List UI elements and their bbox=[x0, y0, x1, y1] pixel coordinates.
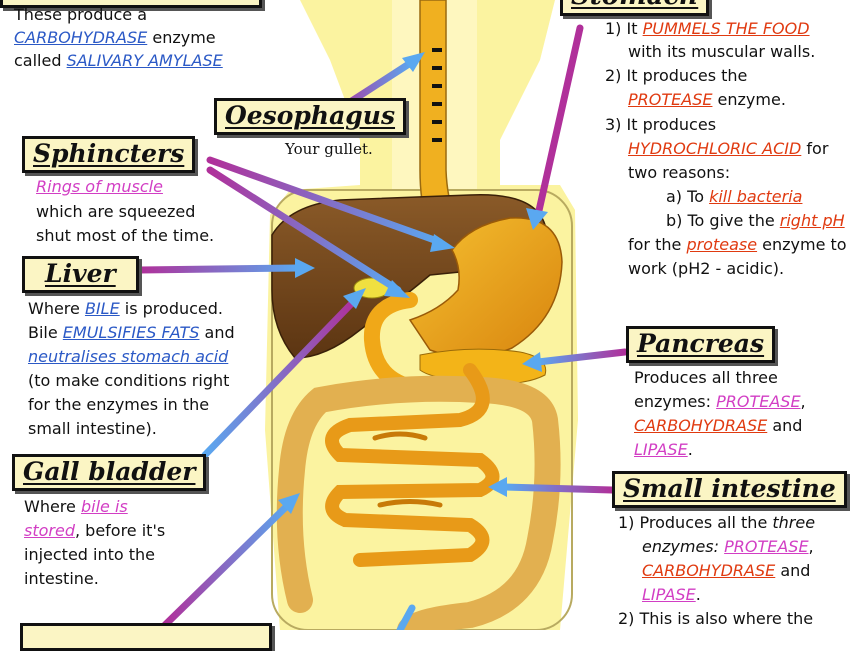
liver-desc-line1: Where BILE is produced. bbox=[28, 299, 223, 318]
oesophagus-desc: Your gullet. bbox=[285, 140, 373, 158]
large-intestine bbox=[276, 375, 561, 630]
arrow-sphincter-1-head bbox=[430, 234, 455, 252]
small-intestine-coils bbox=[325, 363, 500, 567]
arrow-small-intestine bbox=[501, 483, 616, 494]
pancreas-desc-line1: Produces all three bbox=[634, 368, 778, 387]
gall-desc-line3: injected into the bbox=[24, 545, 156, 564]
pancreas-desc-line4: LIPASE. bbox=[634, 440, 693, 459]
liver-desc-line4: (to make conditions right bbox=[28, 371, 230, 390]
arrow-pancreas-head bbox=[522, 352, 542, 372]
arrow-liver bbox=[136, 264, 302, 274]
sphincters-desc-line2: which are squeezed bbox=[36, 202, 196, 221]
arrow-salivary-head bbox=[402, 52, 425, 72]
stomach-desc-line1: 1) It PUMMELS THE FOOD bbox=[605, 19, 810, 38]
stomach-desc-line7: two reasons: bbox=[628, 163, 731, 182]
arrow-sphincter-1 bbox=[206, 156, 444, 246]
stomach-desc-line3: 2) It produces the bbox=[605, 66, 748, 85]
pancreas-label-box: Pancreas bbox=[626, 326, 776, 363]
term-hydrochloric-acid: HYDROCHLORIC ACID bbox=[628, 139, 802, 158]
gall-desc-line2: stored, before it's bbox=[24, 521, 166, 540]
salivary-desc-line1: These produce a bbox=[14, 5, 148, 24]
term-carbohydrase-pancreas: CARBOHYDRASE bbox=[634, 416, 768, 435]
oesophagus-label-box: Oesophagus bbox=[214, 98, 407, 135]
term-lipase-pancreas: LIPASE bbox=[634, 440, 688, 459]
liver-desc-line6: small intestine). bbox=[28, 419, 157, 438]
stomach-desc-line6: HYDROCHLORIC ACID for bbox=[628, 139, 829, 158]
arrow-pancreas bbox=[534, 348, 629, 366]
term-rings-of-muscle: Rings of muscle bbox=[36, 177, 163, 196]
liver-desc-line5: for the enzymes in the bbox=[28, 395, 210, 414]
arrow-sphincter-2 bbox=[206, 166, 402, 294]
term-carbohydrase-small: CARBOHYDRASE bbox=[642, 561, 776, 580]
stomach-desc-line11: work (pH2 - acidic). bbox=[628, 259, 785, 278]
stomach-label-box: Stomach bbox=[560, 0, 710, 16]
term-protease-stomach: PROTEASE bbox=[628, 90, 713, 109]
arrow-gall-bladder-head bbox=[343, 288, 366, 309]
pointer-arrows bbox=[136, 24, 629, 630]
arrow-sphincter-2-head bbox=[384, 280, 410, 298]
gall-bladder-label-box: Gall bladder bbox=[12, 454, 207, 491]
liver-label: Liver bbox=[45, 259, 116, 288]
arrow-large-intestine-head bbox=[278, 493, 300, 514]
sphincters-desc-line3: shut most of the time. bbox=[36, 226, 215, 245]
pancreas-desc-line2: enzymes: PROTEASE, bbox=[634, 392, 806, 411]
gall-bladder-label: Gall bladder bbox=[23, 457, 196, 486]
arrow-large-intestine bbox=[161, 501, 292, 629]
arrow-bottom bbox=[396, 604, 416, 630]
sphincters-desc-line1: Rings of muscle bbox=[36, 175, 163, 199]
term-pummels-the-food: PUMMELS THE FOOD bbox=[642, 19, 810, 38]
arrow-small-intestine-head bbox=[488, 477, 507, 497]
stomach-desc-line10: for the protease enzyme to bbox=[628, 235, 847, 254]
term-neutralises-stomach-acid: neutralises stomach acid bbox=[28, 347, 229, 366]
arrow-gall-bladder bbox=[201, 296, 359, 459]
pancreas-desc-line3: CARBOHYDRASE and bbox=[634, 416, 803, 435]
oesophagus-label: Oesophagus bbox=[225, 101, 396, 130]
stomach-organ bbox=[408, 217, 563, 358]
pancreas-label: Pancreas bbox=[637, 329, 765, 358]
term-stored: stored bbox=[24, 521, 75, 540]
stomach-desc-line4: PROTEASE enzyme. bbox=[628, 90, 786, 109]
small-desc-line2: enzymes: PROTEASE, bbox=[642, 537, 814, 556]
term-bile-is: bile is bbox=[80, 497, 128, 516]
term-carbohydrase: CARBOHYDRASE bbox=[14, 28, 148, 47]
sphincters-label-box: Sphincters bbox=[22, 136, 196, 173]
digestive-system-illustration bbox=[136, 0, 629, 630]
small-desc-line1: 1) Produces all the three bbox=[618, 513, 816, 532]
small-desc-line4: LIPASE. bbox=[642, 585, 701, 604]
arrow-stomach bbox=[534, 24, 584, 219]
stomach-desc-line5: 3) It produces bbox=[605, 115, 717, 134]
term-salivary-amylase: SALIVARY AMYLASE bbox=[66, 51, 223, 70]
liver-desc-line2: Bile EMULSIFIES FATS and bbox=[28, 323, 235, 342]
arrow-stomach-head bbox=[526, 208, 548, 230]
arrow-liver-head bbox=[295, 258, 315, 278]
gall-desc-line1: Where bile is bbox=[24, 497, 128, 516]
stomach-label: Stomach bbox=[571, 0, 698, 11]
stomach-desc-line2: with its muscular walls. bbox=[628, 42, 816, 61]
small-desc-line5: 2) This is also where the bbox=[618, 609, 814, 628]
term-protease-small: PROTEASE bbox=[724, 537, 809, 556]
sphincters-label: Sphincters bbox=[33, 139, 185, 168]
gall-desc-line4: intestine. bbox=[24, 569, 99, 588]
term-kill-bacteria: kill bacteria bbox=[709, 187, 803, 206]
stomach-desc-line8: a) To kill bacteria bbox=[666, 187, 803, 206]
bottom-left-label-box bbox=[20, 623, 272, 651]
term-protease-lower: protease bbox=[686, 235, 758, 254]
salivary-glands-label-box bbox=[0, 0, 262, 8]
small-intestine-label: Small intestine bbox=[623, 474, 836, 503]
liver-desc-line3: neutralises stomach acid bbox=[28, 345, 228, 369]
salivary-desc-line2: CARBOHYDRASE enzyme bbox=[14, 28, 216, 47]
salivary-desc-line3: called SALIVARY AMYLASE bbox=[14, 51, 223, 70]
term-lipase-small: LIPASE bbox=[642, 585, 696, 604]
term-right-ph: right pH bbox=[779, 211, 845, 230]
small-intestine-label-box: Small intestine bbox=[612, 471, 847, 508]
liver-label-box: Liver bbox=[22, 256, 139, 293]
term-emulsifies-fats: EMULSIFIES FATS bbox=[62, 323, 200, 342]
term-bile: BILE bbox=[84, 299, 120, 318]
small-desc-line3: CARBOHYDRASE and bbox=[642, 561, 811, 580]
stomach-desc-line9: b) To give the right pH bbox=[666, 211, 845, 230]
term-protease-pancreas: PROTEASE bbox=[716, 392, 801, 411]
